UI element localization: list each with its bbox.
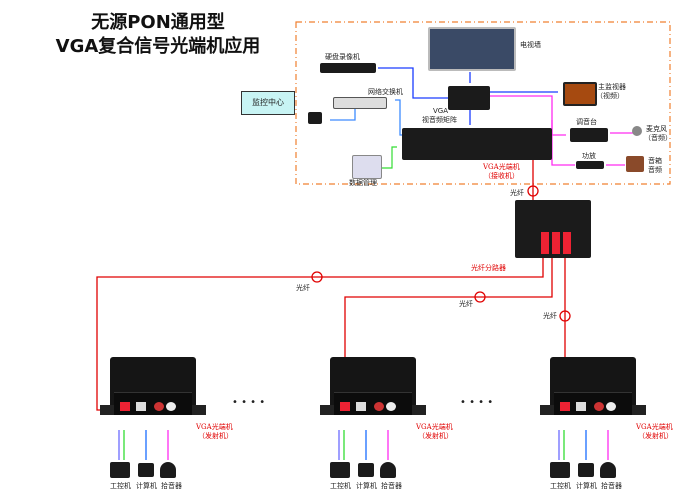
dvr-label: 硬盘录像机 bbox=[325, 53, 360, 61]
data-mgmt-label: 数据管理 bbox=[349, 179, 377, 187]
data-management-pc bbox=[352, 155, 382, 179]
amp-label: 功放 bbox=[582, 152, 596, 160]
monitor-label-2: （视频） bbox=[596, 92, 624, 100]
ellipsis-2: • • • • bbox=[460, 397, 494, 408]
endpoint-label-industrial-pc: 工控机 bbox=[110, 482, 131, 490]
mic-label-1: 麦克风 bbox=[646, 125, 667, 133]
matrix-label-2: 视音频矩阵 bbox=[422, 116, 457, 124]
mic-label-2: （音频） bbox=[644, 134, 672, 142]
industrial-pc-icon bbox=[550, 462, 570, 478]
transmitter-label-1: VGA光端机 bbox=[636, 423, 673, 431]
pickup-icon bbox=[600, 462, 616, 478]
dvr-device bbox=[320, 63, 376, 73]
endpoint-label-computer: 计算机 bbox=[136, 482, 157, 490]
monitoring-center-boundary bbox=[295, 21, 671, 185]
endpoint-label-industrial-pc: 工控机 bbox=[330, 482, 351, 490]
speaker-label-1: 音箱 bbox=[648, 157, 662, 165]
title-line1: 无源PON通用型 bbox=[91, 12, 225, 33]
transmitter-label-2: （发射机） bbox=[638, 432, 673, 440]
endpoint-label-computer: 计算机 bbox=[576, 482, 597, 490]
transmitter-label-1: VGA光端机 bbox=[416, 423, 453, 431]
fiber-label-4: 光纤 bbox=[543, 312, 557, 320]
amplifier-device bbox=[576, 161, 604, 169]
transmitter-label-2: （发射机） bbox=[198, 432, 233, 440]
mixer-device bbox=[570, 128, 608, 142]
monitoring-center-label: 监控中心 bbox=[241, 91, 295, 115]
speaker-label-2: 音频 bbox=[648, 166, 662, 174]
tv-wall-label: 电视墙 bbox=[520, 41, 541, 49]
receiver-label-2: （接收机） bbox=[484, 172, 519, 180]
computer-icon bbox=[578, 463, 594, 477]
vga-optical-transmitter bbox=[330, 357, 416, 415]
fiber-label-3: 光纤 bbox=[459, 300, 473, 308]
fiber-splitter bbox=[515, 200, 591, 258]
computer-icon bbox=[358, 463, 374, 477]
ellipsis-1: • • • • bbox=[232, 397, 266, 408]
receiver-label-1: VGA光端机 bbox=[483, 163, 520, 171]
speaker-icon bbox=[626, 156, 644, 172]
pickup-icon bbox=[160, 462, 176, 478]
endpoint-label-computer: 计算机 bbox=[356, 482, 377, 490]
transmitter-label-1: VGA光端机 bbox=[196, 423, 233, 431]
microphone-icon bbox=[632, 126, 642, 136]
endpoint-label-industrial-pc: 工控机 bbox=[550, 482, 571, 490]
endpoint-label-pickup: 拾音器 bbox=[381, 482, 402, 490]
endpoint-label-pickup: 拾音器 bbox=[601, 482, 622, 490]
pickup-icon bbox=[380, 462, 396, 478]
monitor-label-1: 主监视器 bbox=[598, 83, 626, 91]
endpoint-label-pickup: 拾音器 bbox=[161, 482, 182, 490]
title-line2: VGA复合信号光端机应用 bbox=[55, 36, 261, 57]
industrial-pc-icon bbox=[110, 462, 130, 478]
tv-wall bbox=[428, 27, 516, 71]
laptop-icon bbox=[308, 112, 322, 124]
vga-optical-receiver bbox=[402, 128, 552, 160]
matrix-label-1: VGA bbox=[433, 107, 449, 115]
main-monitor bbox=[563, 82, 597, 106]
switch-label: 网络交换机 bbox=[368, 88, 403, 96]
fiber-label-2: 光纤 bbox=[296, 284, 310, 292]
fiber-label: 光纤 bbox=[510, 189, 524, 197]
vga-optical-transmitter bbox=[550, 357, 636, 415]
transmitter-label-2: （发射机） bbox=[418, 432, 453, 440]
network-switch bbox=[333, 97, 387, 109]
industrial-pc-icon bbox=[330, 462, 350, 478]
splitter-label: 光纤分路器 bbox=[471, 264, 506, 272]
vga-optical-transmitter bbox=[110, 357, 196, 415]
mixer-label: 调音台 bbox=[576, 118, 597, 126]
computer-icon bbox=[138, 463, 154, 477]
vga-matrix bbox=[448, 86, 490, 110]
